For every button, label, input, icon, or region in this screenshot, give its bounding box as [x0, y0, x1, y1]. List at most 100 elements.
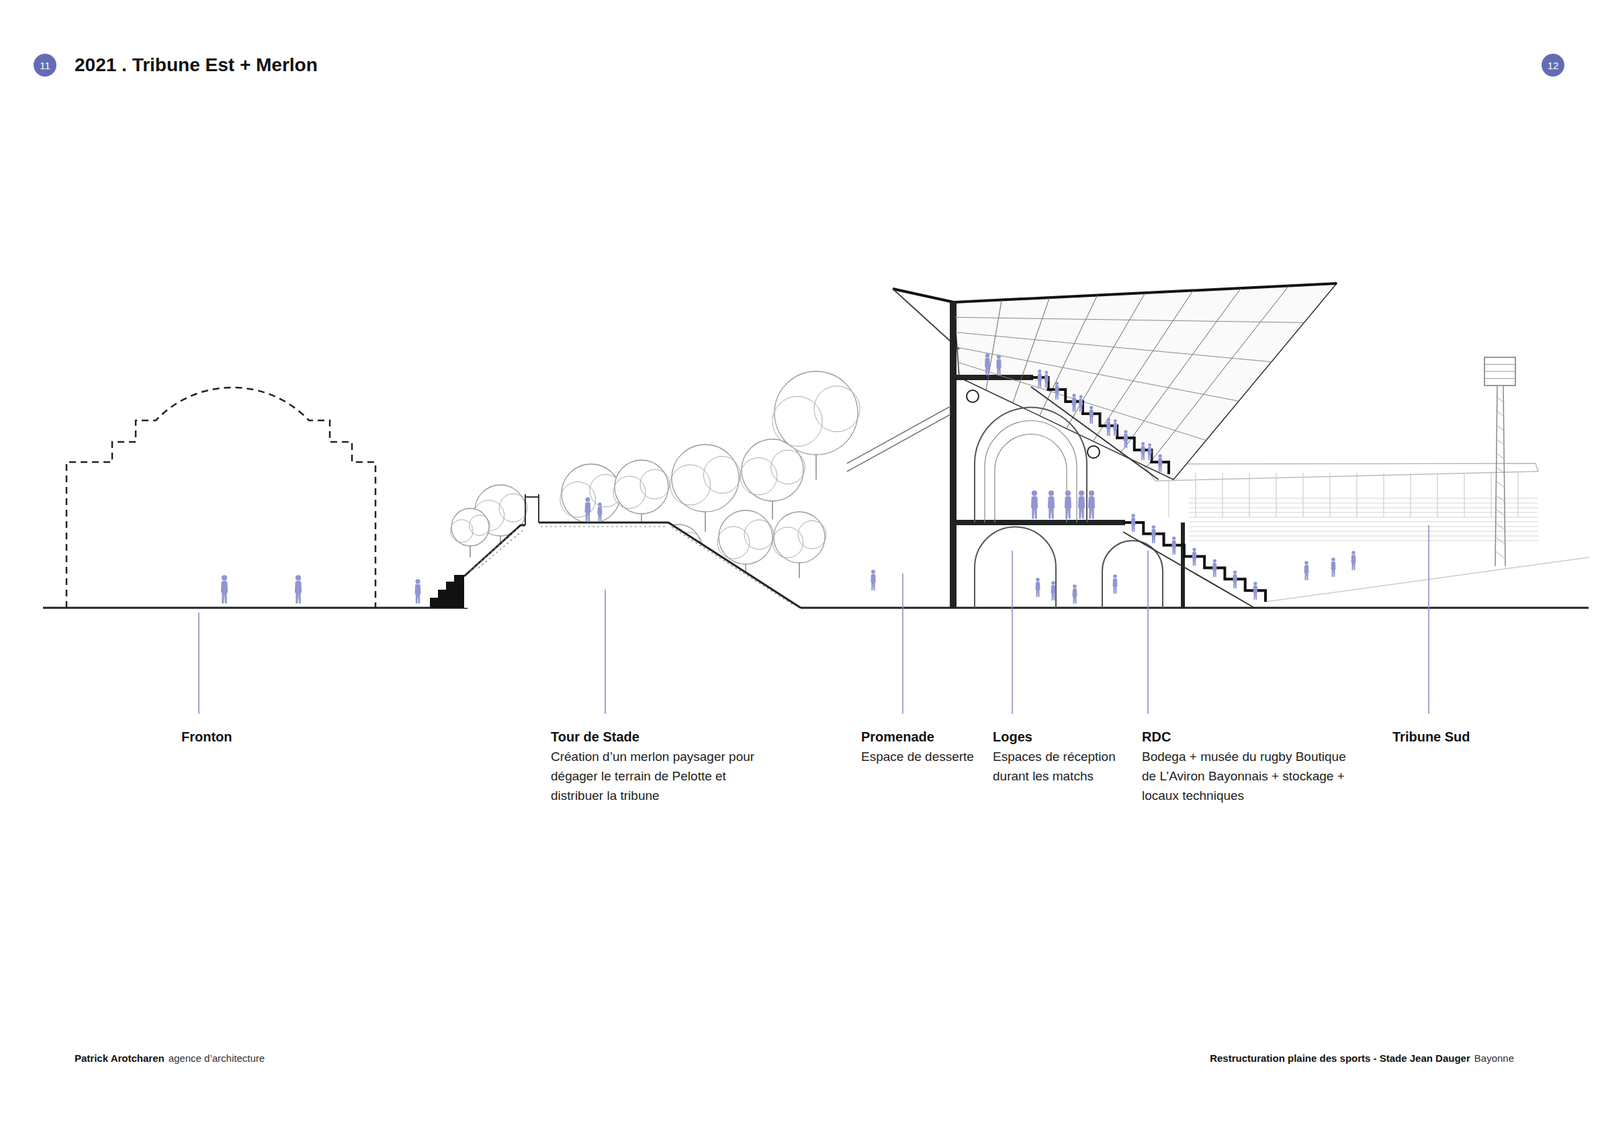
leader-line	[1147, 550, 1149, 715]
leader-line	[604, 589, 606, 715]
people	[585, 497, 592, 522]
background-sketch	[1490, 472, 1492, 518]
tree-sketch	[744, 519, 774, 550]
callout-heading: RDC	[1141, 728, 1171, 746]
people	[1047, 490, 1055, 519]
people	[1031, 490, 1038, 519]
background-sketch	[1495, 386, 1506, 567]
tribune-est	[966, 390, 979, 403]
people	[1035, 577, 1041, 598]
callout-heading: Promenade	[861, 728, 935, 746]
people	[1113, 419, 1118, 436]
tribune-est	[986, 300, 1002, 391]
tree-sketch	[773, 511, 825, 563]
page-number-circle: 11	[33, 53, 57, 77]
people	[1051, 581, 1056, 601]
footer: Patrick Arotcharenagence d’architecture	[74, 1051, 265, 1066]
page-number-circle: 12	[1541, 53, 1565, 77]
merlon	[525, 494, 539, 526]
tree-sketch	[561, 464, 621, 524]
footer-strong: Restructuration plaine des sports - Stad…	[1209, 1051, 1471, 1066]
footer-text: agence d’architecture	[168, 1051, 265, 1066]
people	[1171, 536, 1177, 555]
tribune-est	[957, 347, 1239, 402]
people	[870, 569, 876, 591]
tribune-est	[1087, 446, 1100, 459]
tree-sketch	[614, 460, 669, 514]
background-sketch	[1495, 480, 1505, 488]
tribune-est	[847, 406, 951, 472]
tribune-est	[1066, 292, 1146, 429]
background-sketch	[1495, 410, 1505, 418]
tree-sketch	[814, 386, 860, 432]
tribune-est	[955, 332, 1272, 363]
tribune-steps	[1031, 386, 1159, 480]
tree-sketch	[771, 450, 806, 485]
tribune-est	[953, 519, 1126, 526]
leader-line	[198, 612, 200, 715]
tree-sketch	[451, 508, 490, 547]
callout-heading: Fronton	[181, 728, 233, 746]
people	[1131, 513, 1136, 532]
callout-heading-wrap: Promenade	[861, 728, 935, 746]
ground-line	[42, 607, 468, 610]
tree-sketch	[774, 371, 858, 455]
tribune-est	[974, 407, 1087, 523]
background-sketch	[1495, 396, 1505, 404]
background-sketch	[1495, 537, 1505, 545]
background-sketch	[1188, 503, 1539, 504]
callout-text: Espaces de réception durant les matchs	[992, 746, 1134, 786]
background-sketch	[1188, 526, 1539, 528]
callout-text: Bodega + musée du rugby Boutique de L’Av…	[1141, 746, 1356, 806]
tribune-est	[892, 288, 960, 350]
people	[1044, 370, 1049, 388]
people	[1331, 557, 1337, 577]
merlon	[538, 522, 801, 608]
people	[1140, 441, 1146, 461]
ground-line	[800, 607, 1589, 610]
fronton-outline	[66, 387, 376, 608]
leader-line	[1428, 525, 1430, 715]
people	[1151, 525, 1157, 544]
people	[1054, 381, 1060, 400]
merlon	[464, 525, 526, 577]
background-sketch	[1329, 472, 1330, 518]
tribune-est	[957, 362, 1206, 441]
people	[1078, 490, 1085, 519]
people	[1072, 584, 1078, 604]
callout-text-wrap: Création d’un merlon paysager pour dégag…	[550, 746, 761, 806]
people	[1088, 405, 1094, 424]
tree-sketch	[703, 456, 741, 494]
tree-sketch	[671, 444, 739, 512]
background-sketch	[1188, 521, 1539, 523]
footer-strong: Patrick Arotcharen	[74, 1051, 165, 1066]
people	[996, 354, 1001, 376]
people	[220, 574, 228, 604]
people	[1351, 550, 1357, 571]
page-number: 11	[39, 59, 51, 72]
background-sketch	[1265, 557, 1589, 602]
people	[1088, 490, 1095, 519]
background-sketch	[1495, 466, 1505, 474]
callout-heading: Tour de Stade	[550, 728, 640, 746]
background-sketch	[1463, 472, 1465, 518]
people	[1304, 560, 1310, 581]
title-wrap: 2021 . Tribune Est + Merlon	[74, 53, 318, 77]
people	[1113, 574, 1118, 594]
callout-heading-wrap: Fronton	[181, 728, 233, 746]
people	[1212, 558, 1218, 577]
people	[294, 574, 302, 604]
background-sketch	[1495, 495, 1505, 502]
merlon	[470, 526, 793, 605]
background-sketch	[1356, 472, 1357, 518]
background-sketch	[1188, 517, 1539, 518]
tribune-est	[953, 283, 1337, 480]
tree-sketch	[718, 510, 773, 565]
background-sketch	[1221, 472, 1223, 518]
people	[1072, 393, 1077, 412]
merlon	[429, 522, 801, 608]
people	[415, 579, 422, 604]
background-sketch	[1383, 472, 1384, 518]
people	[597, 502, 603, 522]
